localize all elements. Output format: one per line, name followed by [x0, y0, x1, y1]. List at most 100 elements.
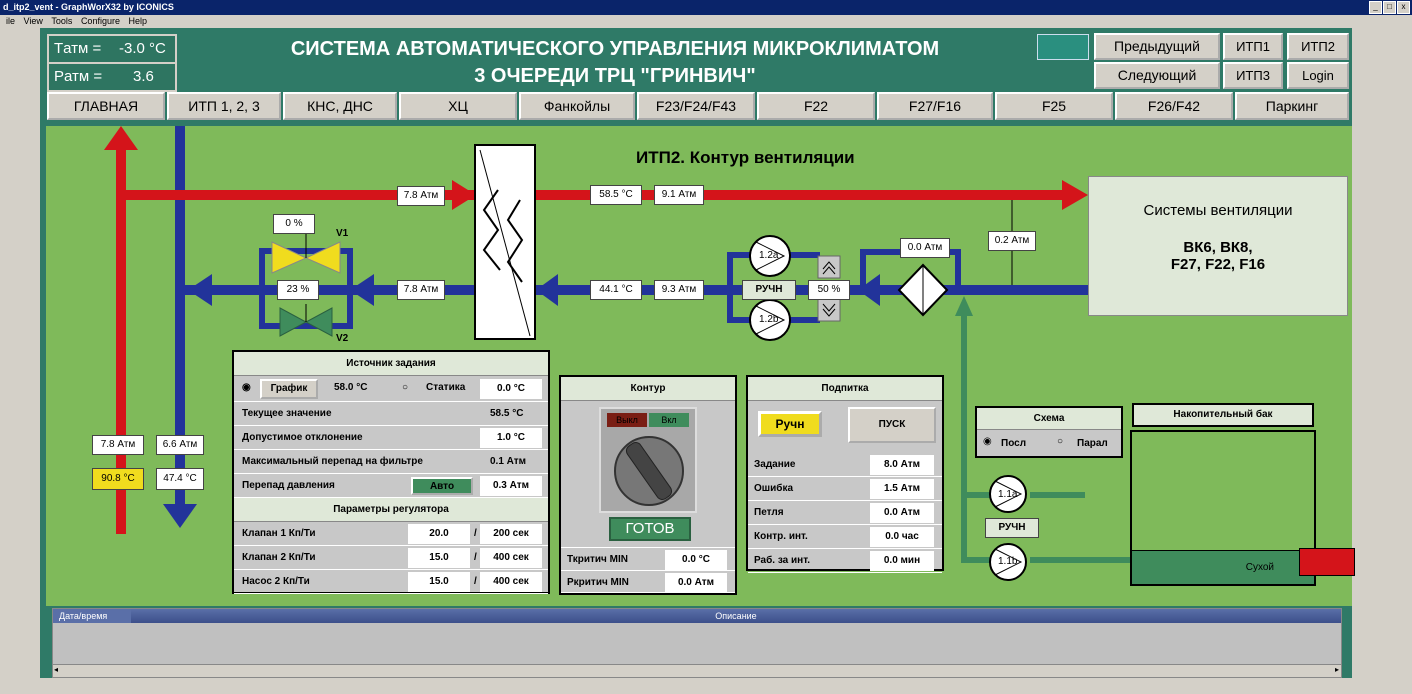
- deviation-value[interactable]: 1.0 °C: [480, 428, 542, 448]
- menubar: ile View Tools Configure Help: [0, 15, 1412, 29]
- minimize-icon[interactable]: _: [1369, 1, 1382, 14]
- contour-title: Контур: [561, 377, 735, 401]
- login-button[interactable]: Login: [1287, 62, 1349, 89]
- reg-ti[interactable]: 400 сек: [480, 572, 542, 592]
- nav-f23[interactable]: F23/F24/F43: [637, 92, 755, 120]
- alarm-col-desc[interactable]: Описание: [131, 609, 1341, 623]
- pump-11b-icon: [989, 543, 1027, 581]
- alarm-col-time[interactable]: Дата/время: [53, 609, 131, 623]
- nav-itp[interactable]: ИТП 1, 2, 3: [167, 92, 281, 120]
- current-value: 58.5 °C: [490, 408, 524, 419]
- itp2-button[interactable]: ИТП2: [1287, 33, 1349, 60]
- supply-out-temp: 58.5 °C: [590, 185, 642, 205]
- tcrit-row: Ткритич MIN 0.0 °C: [561, 547, 735, 571]
- tank-alarm-indicator: [1299, 548, 1355, 576]
- current-value-label: Текущее значение: [242, 408, 332, 419]
- close-icon[interactable]: x: [1397, 1, 1410, 14]
- makeup-value: 1.5 Атм: [870, 479, 934, 499]
- menu-view[interactable]: View: [23, 16, 43, 26]
- reg-label: Клапан 2 Кп/Ти: [242, 552, 316, 563]
- makeup-label: Ошибка: [754, 483, 794, 494]
- left-return-pressure: 6.6 Атм: [156, 435, 204, 455]
- reg-kp[interactable]: 15.0: [408, 572, 470, 592]
- next-button[interactable]: Следующий: [1094, 62, 1220, 89]
- tcrit-value[interactable]: 0.0 °C: [665, 550, 727, 570]
- heat-exchanger-icon: [474, 144, 536, 340]
- nav-fancoils[interactable]: Фанкойлы: [519, 92, 635, 120]
- makeup-arrow-icon: [955, 296, 973, 316]
- return-in-pressure: 9.3 Атм: [654, 280, 704, 300]
- manual-button[interactable]: Ручн: [758, 411, 822, 437]
- left-supply-temp: 90.8 °C: [92, 468, 144, 490]
- reg-ti[interactable]: 200 сек: [480, 524, 542, 544]
- pump-11a-icon: [989, 475, 1027, 513]
- scheme-title: Схема: [977, 408, 1121, 430]
- nav-f27[interactable]: F27/F16: [877, 92, 993, 120]
- menu-configure[interactable]: Configure: [80, 16, 120, 26]
- reg-sep: /: [474, 552, 477, 563]
- tcrit-label: Ткритич MIN: [567, 554, 628, 565]
- schedule-button[interactable]: График: [260, 379, 318, 399]
- valve-v2-label: V2: [336, 333, 349, 344]
- nav-f22[interactable]: F22: [757, 92, 875, 120]
- tatm-value: -3.0 °C: [119, 40, 166, 57]
- page-title: СИСТЕМА АВТОМАТИЧЕСКОГО УПРАВЛЕНИЯ МИКРО…: [180, 36, 1050, 90]
- return-down-arrow-icon: [163, 504, 197, 528]
- nav-main[interactable]: ГЛАВНАЯ: [47, 92, 165, 120]
- patm-box: Pатм = 3.6: [47, 62, 177, 92]
- nav-parking[interactable]: Паркинг: [1235, 92, 1349, 120]
- radio-static-icon[interactable]: ○: [402, 382, 409, 393]
- vent-systems-title: Системы вентиляции: [1143, 202, 1293, 219]
- radio-serial-icon[interactable]: ◉: [983, 436, 992, 447]
- left-return-pipe: [175, 126, 185, 510]
- radio-parallel-icon[interactable]: ○: [1057, 436, 1064, 447]
- reg-sep: /: [474, 528, 477, 539]
- reg-kp[interactable]: 15.0: [408, 548, 470, 568]
- menu-file[interactable]: ile: [6, 16, 16, 26]
- scheme-serial-label: Посл: [1001, 438, 1027, 449]
- contour-status: ГОТОВ: [609, 517, 691, 541]
- nav-f25[interactable]: F25: [995, 92, 1113, 120]
- nav-f26[interactable]: F26/F42: [1115, 92, 1233, 120]
- speed-up-icon: [817, 255, 841, 279]
- pump-12-mode[interactable]: РУЧН: [742, 280, 796, 300]
- itp3-button[interactable]: ИТП3: [1223, 62, 1283, 89]
- itp1-button[interactable]: ИТП1: [1223, 33, 1283, 60]
- static-label: Статика: [426, 382, 466, 393]
- start-button[interactable]: ПУСК: [848, 407, 936, 443]
- maximize-icon[interactable]: □: [1383, 1, 1396, 14]
- tank-title: Накопительный бак: [1132, 403, 1314, 427]
- auto-button[interactable]: Авто: [411, 477, 473, 495]
- scroll-left-icon[interactable]: ◂: [54, 665, 59, 674]
- rotary-switch-icon: [614, 436, 684, 506]
- pcrit-value[interactable]: 0.0 Атм: [665, 573, 727, 593]
- nav-kns[interactable]: КНС, ДНС: [283, 92, 397, 120]
- pressure-drop-row: Перепад давления Авто 0.3 Атм: [234, 474, 548, 498]
- filter-dp: 0.0 Атм: [900, 238, 950, 258]
- contour-switch[interactable]: Выкл Вкл: [599, 407, 697, 513]
- menu-help[interactable]: Help: [128, 16, 147, 26]
- deviation-label: Допустимое отклонение: [242, 432, 363, 443]
- makeup-label: Раб. за инт.: [754, 555, 810, 566]
- scroll-right-icon[interactable]: ▸: [1334, 665, 1339, 674]
- switch-off-label: Выкл: [607, 413, 647, 427]
- supply-out-pressure: 9.1 Атм: [654, 185, 704, 205]
- alarm-scrollbar[interactable]: ◂ ▸: [53, 664, 1341, 677]
- menu-tools[interactable]: Tools: [51, 16, 73, 26]
- static-value[interactable]: 0.0 °C: [480, 379, 542, 399]
- setpoint-source-row: ◉ График 58.0 °C ○ Статика 0.0 °C: [234, 376, 548, 402]
- alarm-list: Дата/время Описание ◂ ▸: [52, 608, 1342, 678]
- reg-kp[interactable]: 20.0: [408, 524, 470, 544]
- makeup-pump-mode[interactable]: РУЧН: [985, 518, 1039, 538]
- makeup-label: Контр. инт.: [754, 531, 808, 542]
- radio-schedule-icon[interactable]: ◉: [242, 382, 251, 393]
- reg-ti[interactable]: 400 сек: [480, 548, 542, 568]
- makeup-title: Подпитка: [748, 377, 942, 401]
- pressure-drop-value[interactable]: 0.3 Атм: [480, 476, 542, 496]
- reg-sep: /: [474, 576, 477, 587]
- prev-button[interactable]: Предыдущий: [1094, 33, 1220, 60]
- nav-hc[interactable]: ХЦ: [399, 92, 517, 120]
- makeup-value[interactable]: 8.0 Атм: [870, 455, 934, 475]
- valve-v1-position: 0 %: [273, 214, 315, 234]
